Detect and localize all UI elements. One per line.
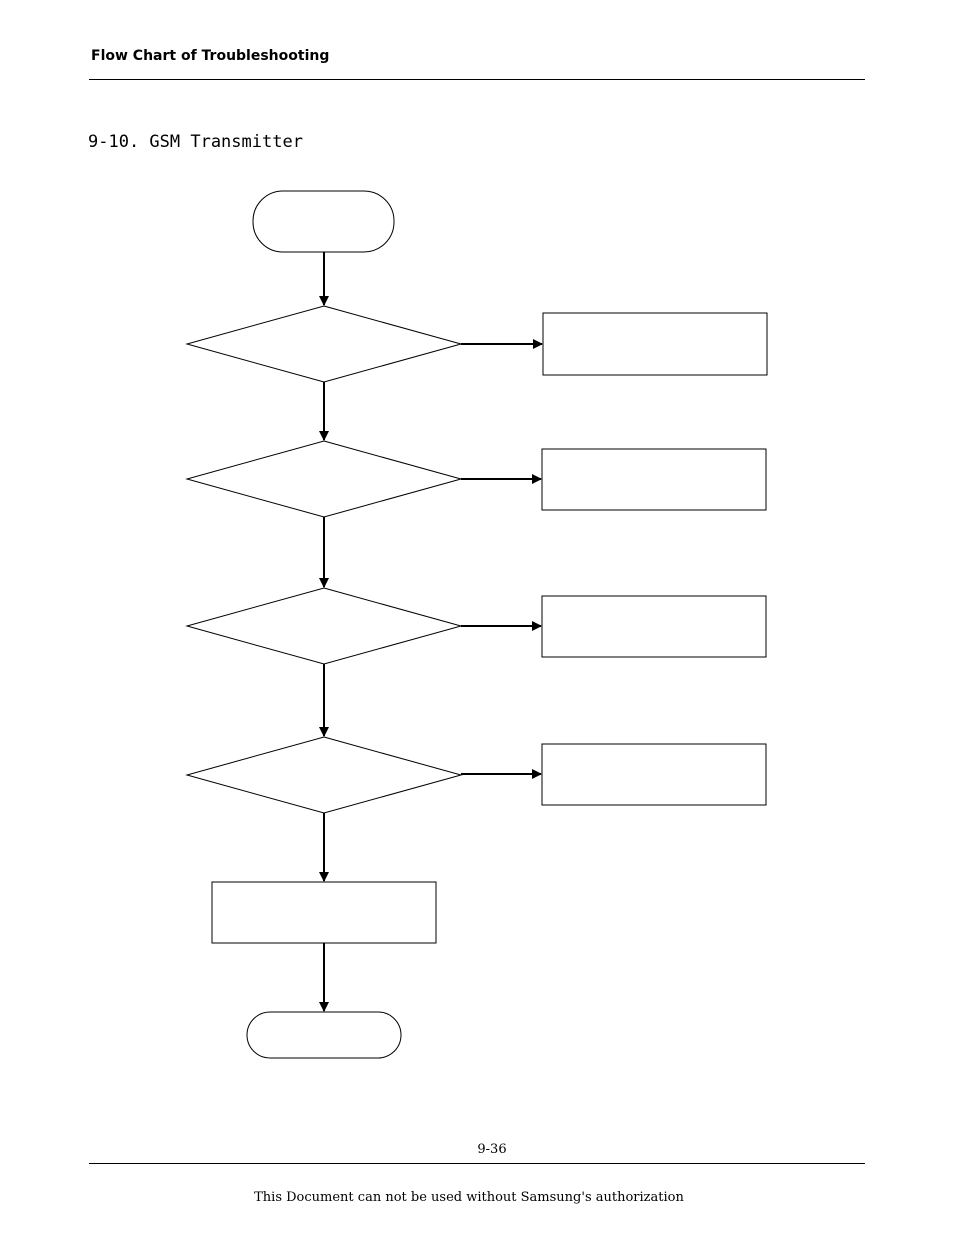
flow-node-action-3 (541, 595, 767, 658)
flow-node-action-4 (541, 743, 767, 806)
flow-node-final-step (211, 881, 437, 944)
flow-node-decision-1 (185, 305, 463, 383)
section-title: 9-10. GSM Transmitter (88, 132, 303, 152)
header-divider (89, 79, 865, 80)
page-number: 9-36 (477, 1142, 507, 1157)
header-title: Flow Chart of Troubleshooting (91, 48, 330, 64)
flow-node-start (252, 190, 395, 253)
flow-node-action-1 (542, 312, 768, 376)
flow-node-decision-2 (185, 440, 463, 518)
flow-node-end (246, 1011, 402, 1059)
flow-connectors (319, 252, 543, 1012)
flow-node-decision-3 (185, 587, 463, 665)
flow-node-action-2 (541, 448, 767, 511)
flow-node-decision-4 (185, 736, 463, 814)
footer-divider (89, 1163, 865, 1164)
footer-note: This Document can not be used without Sa… (254, 1190, 684, 1205)
